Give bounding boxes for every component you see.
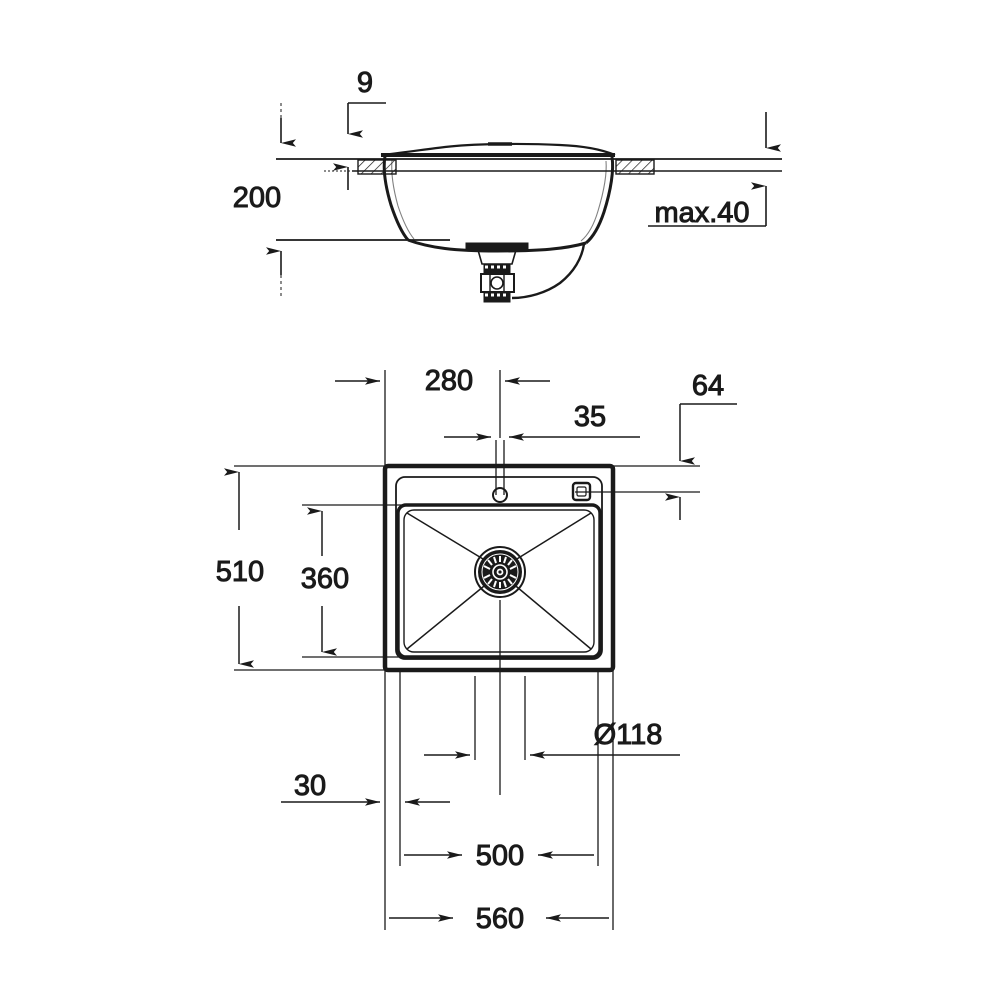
dim-9: 9 — [324, 67, 386, 190]
drain-grate-strip — [465, 242, 529, 251]
dim-360-label: 360 — [301, 563, 349, 595]
drain-assembly — [474, 546, 526, 598]
dim-510-label: 510 — [216, 556, 264, 588]
dim-560: 560 — [389, 903, 609, 936]
bowl-opening-rect — [396, 503, 602, 659]
worktop-hatch-right — [615, 159, 655, 175]
worktop-hatch-left — [357, 159, 397, 175]
dim-360: 360 — [300, 507, 350, 656]
dim-500-label: 500 — [476, 840, 524, 872]
bowl-inner-contour-right — [580, 160, 607, 242]
dim-64-label: 64 — [692, 370, 724, 402]
dim-9-label: 9 — [357, 67, 373, 99]
dim-560-label: 560 — [476, 903, 524, 935]
dim-30-label: 30 — [294, 770, 326, 802]
dim-d118-label: Ø118 — [594, 719, 663, 751]
bowl-slope-lines — [406, 512, 592, 650]
sink-rim-rect — [395, 476, 603, 660]
tap-hole — [492, 487, 508, 503]
dim-280-label: 280 — [425, 365, 473, 397]
dim-64: 64 — [665, 370, 737, 520]
dim-d118: Ø118 — [424, 719, 680, 759]
bowl-inner-contour — [391, 159, 415, 240]
bowl-bottom-line — [407, 238, 587, 253]
dim-30: 30 — [281, 770, 450, 806]
plan-top-view: 280 35 64 510 360 — [215, 365, 737, 936]
dim-35: 35 — [444, 401, 640, 441]
bowl-wall-left — [382, 155, 410, 241]
overflow-hose — [511, 243, 586, 300]
bowl-inner-rect — [403, 509, 595, 653]
dim-max40: max.40 — [648, 112, 781, 230]
dim-280: 280 — [335, 365, 550, 398]
dim-35-label: 35 — [574, 401, 606, 433]
dim-200-label: 200 — [233, 182, 281, 214]
waste-fitting — [476, 249, 518, 303]
section-elevation-view: 9 200 max.40 — [232, 67, 782, 303]
dim-500: 500 — [404, 840, 594, 873]
dim-200: 200 — [232, 103, 450, 296]
bowl-wall-right — [585, 156, 615, 245]
extension-lines — [234, 370, 700, 930]
dim-510: 510 — [215, 468, 265, 668]
dim-max40-label: max.40 — [654, 197, 749, 229]
